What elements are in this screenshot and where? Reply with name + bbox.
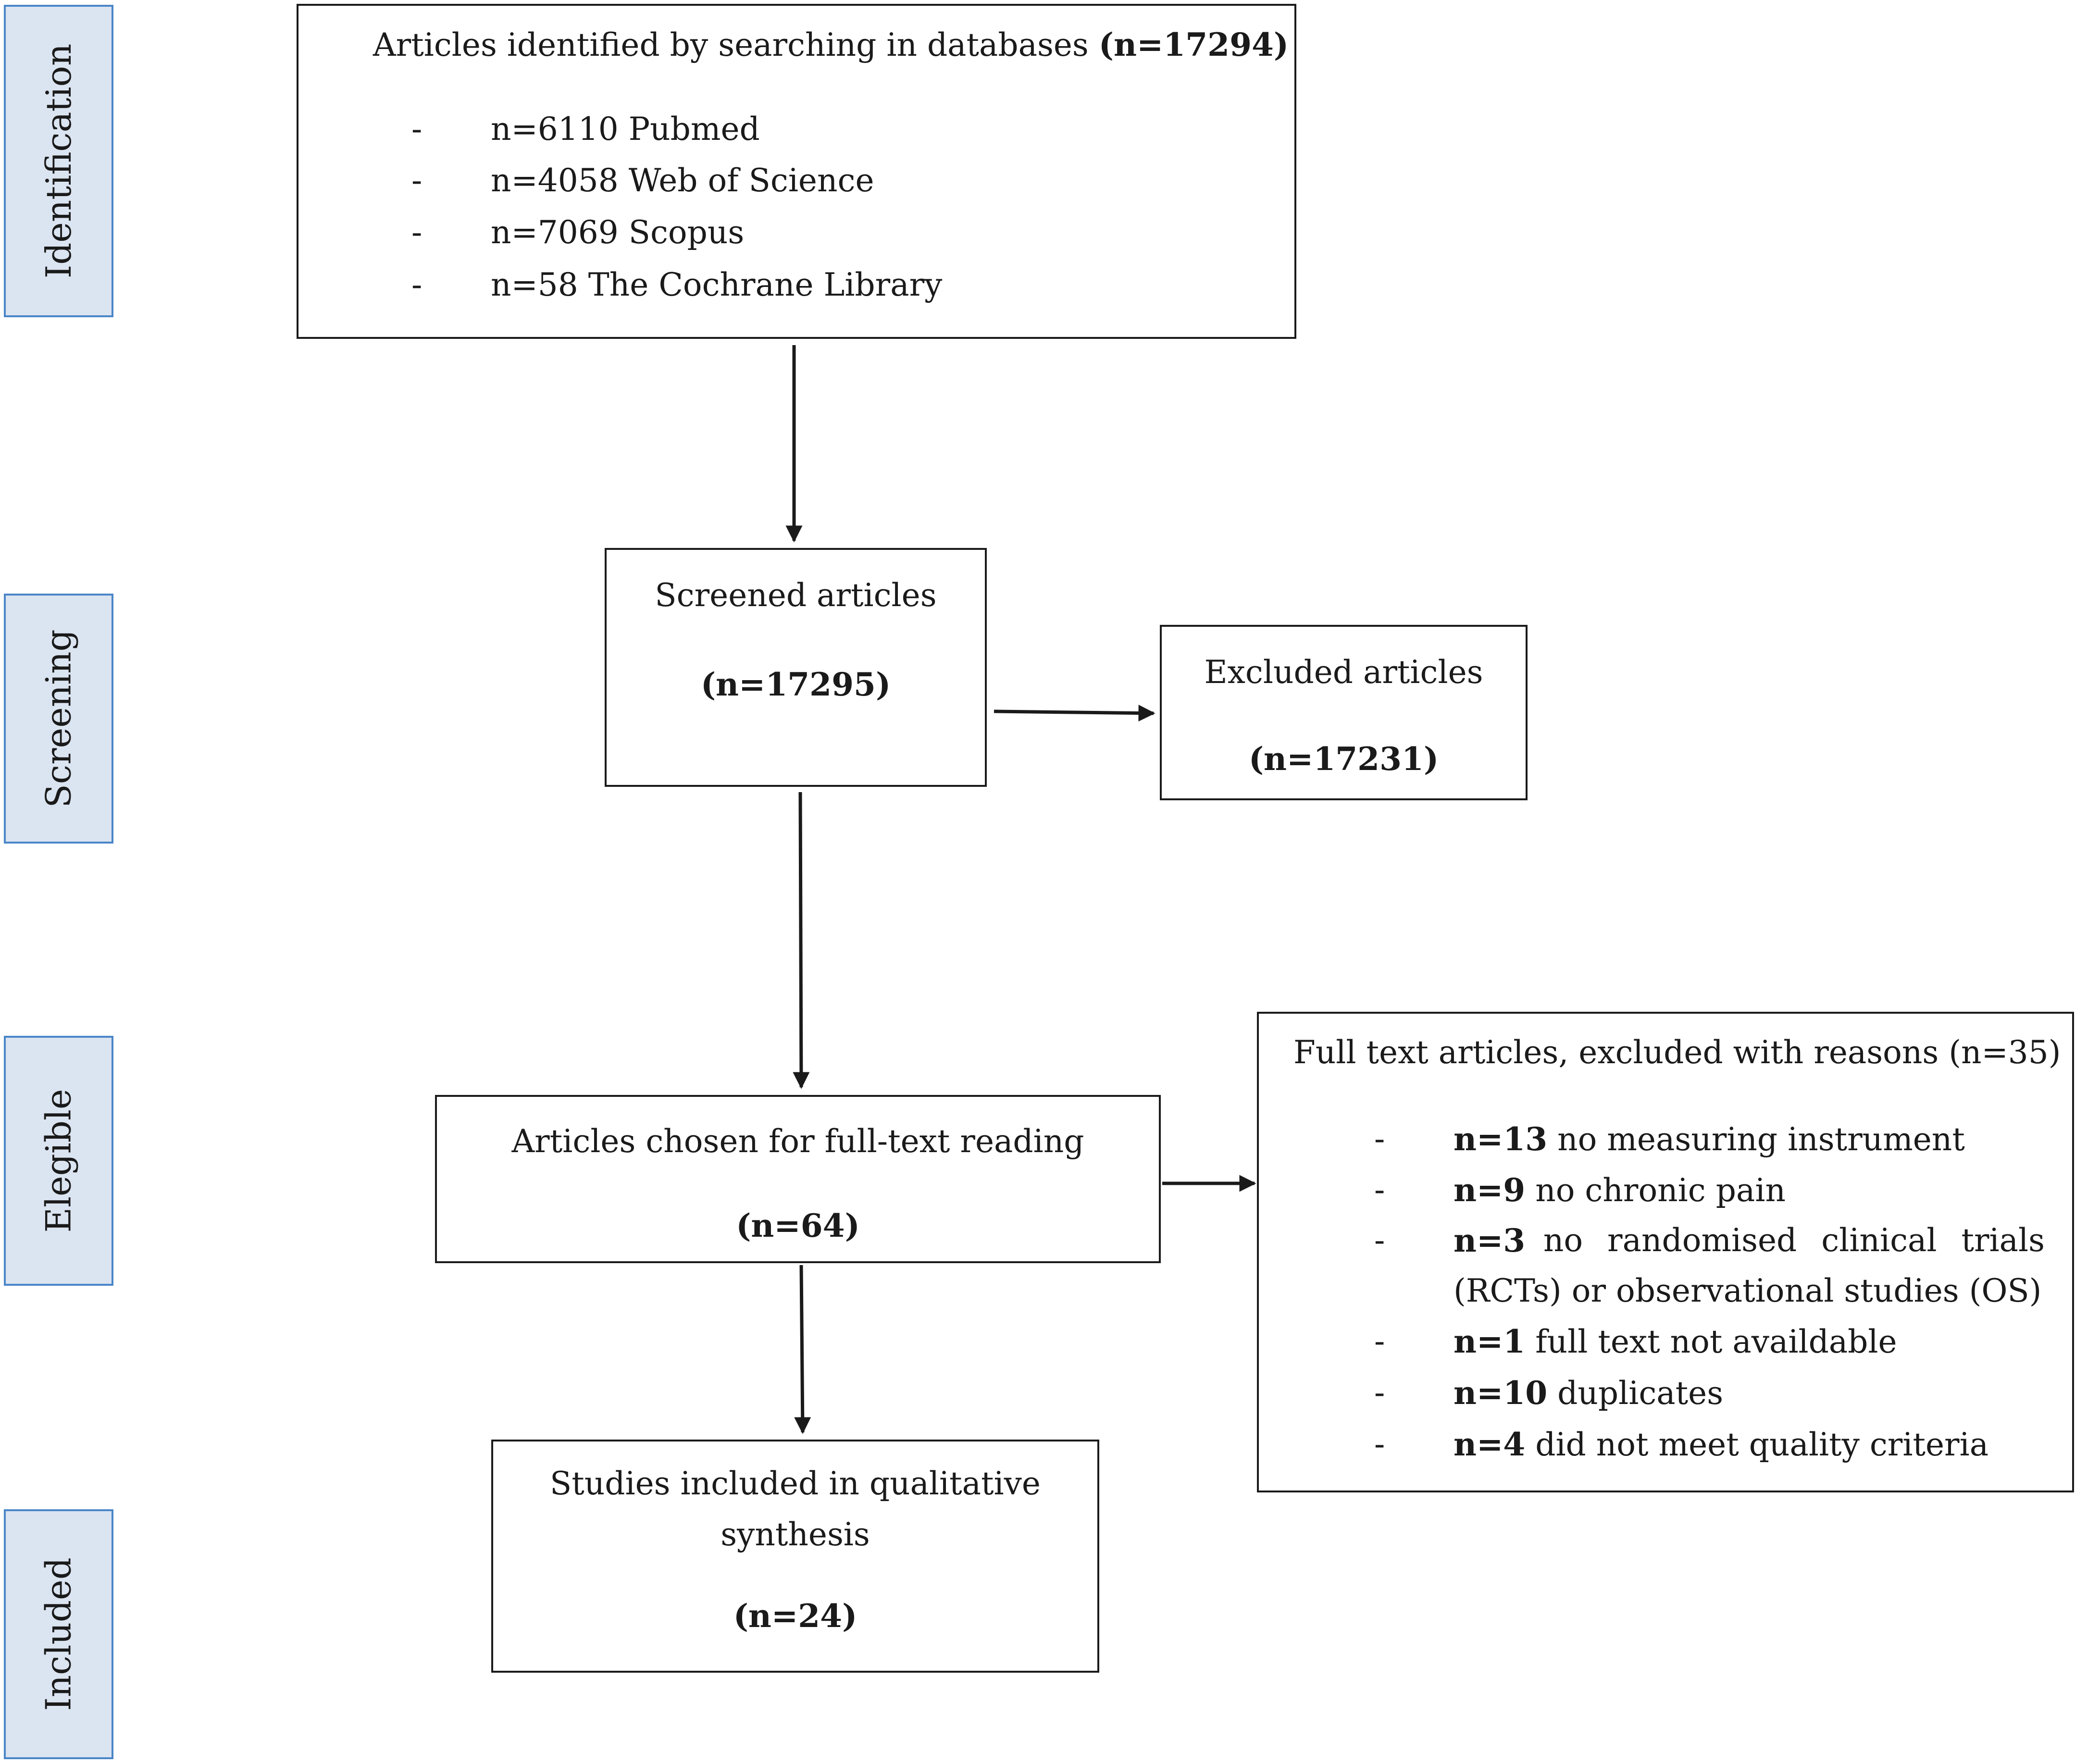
identified-articles-box: Articles identified by searching in data… <box>297 4 1296 339</box>
excluded-title: Excluded articles <box>1204 654 1483 691</box>
reason-bullet: - <box>1374 1171 1385 1208</box>
screened-articles-box: Screened articles (n=17295) <box>605 548 987 787</box>
reason-bullet: - <box>1374 1120 1385 1157</box>
arrow-screened-to-excluded <box>994 705 1156 722</box>
reason-bullet: - <box>1374 1222 1385 1259</box>
reason-text-justified: no randomised clinical trials <box>1543 1222 2045 1259</box>
source-bullet: - <box>411 214 422 251</box>
reason-bullet: - <box>1374 1374 1385 1411</box>
source-bullet: - <box>411 111 422 148</box>
fulltext-reading-box: Articles chosen for full-text reading (n… <box>435 1095 1161 1263</box>
screened-count: (n=17295) <box>700 665 891 703</box>
included-title-line1: Studies included in qualitative <box>549 1465 1041 1502</box>
source-bullet: - <box>411 162 422 199</box>
reason-item: n=1 full text not availdable <box>1454 1323 1897 1360</box>
source-item: n=6110 Pubmed <box>491 111 760 148</box>
reason-item: n=4 did not meet quality criteria <box>1454 1426 1989 1463</box>
source-item: n=58 The Cochrane Library <box>491 266 943 303</box>
excluded-count: (n=17231) <box>1248 740 1439 778</box>
included-count: (n=24) <box>733 1597 857 1635</box>
identified-title-count: (n=17294) <box>1098 26 1289 63</box>
reason-item: n=10 duplicates <box>1454 1374 1724 1412</box>
fulltext-title: Articles chosen for full-text reading <box>511 1123 1084 1160</box>
reason-item: n=13 no measuring instrument <box>1454 1120 1965 1158</box>
identified-title-text: Articles identified by searching in data… <box>373 26 1099 63</box>
fulltext-excluded-box: Full text articles, excluded with reason… <box>1257 1012 2074 1492</box>
identified-title: Articles identified by searching in data… <box>373 26 1289 63</box>
reason-item-continued: (RCTs) or observational studies (OS) <box>1454 1272 2042 1309</box>
screened-title: Screened articles <box>655 577 937 614</box>
reason-item: n=3 no randomised clinical trials <box>1454 1222 2045 1259</box>
phase-screening: Screening <box>4 594 113 844</box>
source-item: n=7069 Scopus <box>491 214 745 251</box>
fulltext-count: (n=64) <box>736 1206 860 1244</box>
arrow-fulltext-to-included <box>794 1265 811 1434</box>
arrow-screened-to-fulltext <box>793 792 810 1089</box>
source-item: n=4058 Web of Science <box>491 162 874 199</box>
reason-bullet: - <box>1374 1426 1385 1463</box>
phase-included: Included <box>4 1509 113 1759</box>
fulltext-excluded-title: Full text articles, excluded with reason… <box>1293 1034 2061 1071</box>
source-bullet: - <box>411 266 422 303</box>
excluded-articles-box: Excluded articles (n=17231) <box>1160 625 1528 800</box>
phase-elegible: Elegible <box>4 1036 113 1286</box>
included-studies-box: Studies included in qualitative synthesi… <box>491 1440 1099 1673</box>
phase-identification: Identification <box>4 5 113 317</box>
reason-bullet: - <box>1374 1323 1385 1360</box>
reason-item: n=9 no chronic pain <box>1454 1171 1786 1209</box>
included-title-line2: synthesis <box>721 1516 870 1553</box>
